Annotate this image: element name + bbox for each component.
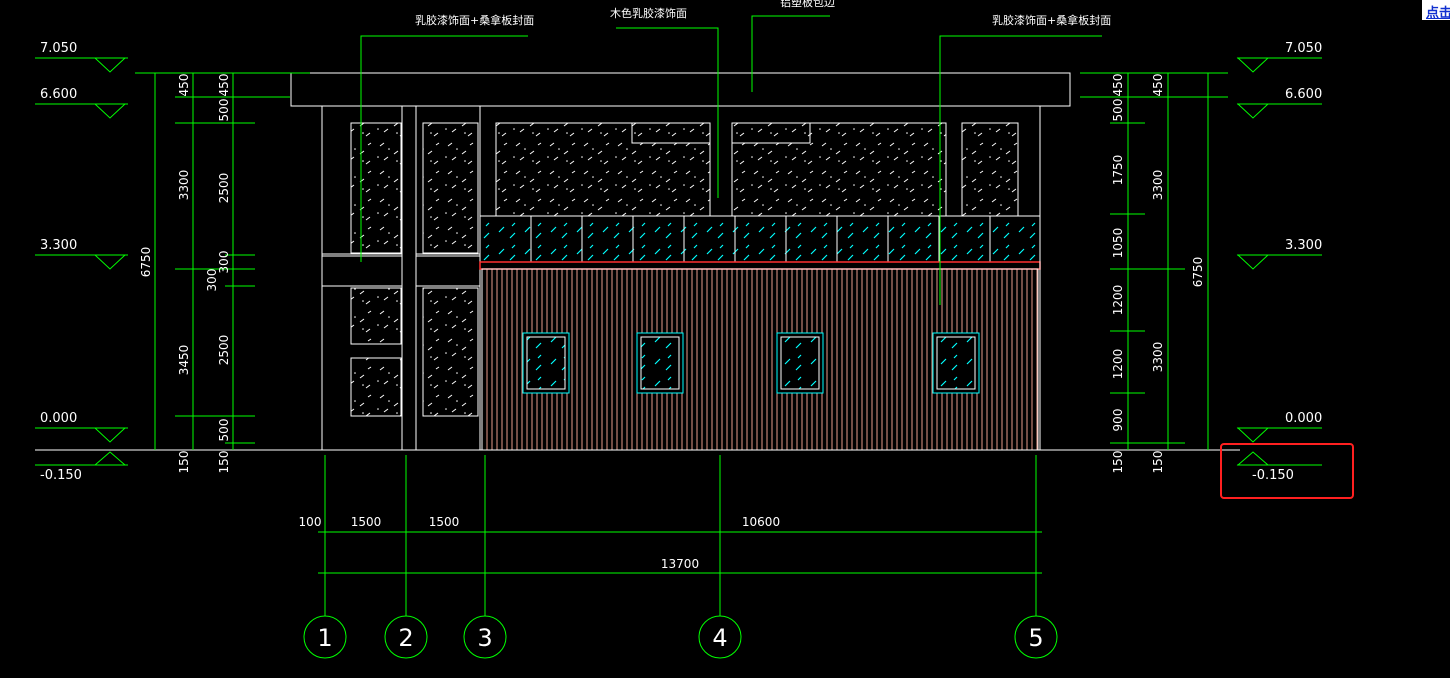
elevation-label: -0.150: [1252, 468, 1294, 483]
dimension-label: 300: [205, 269, 219, 292]
dimension-label: 3300: [177, 170, 191, 201]
dimension-label: 150: [1151, 451, 1165, 474]
left-bays: [321, 105, 481, 451]
glass-balustrade: [479, 215, 1041, 263]
annotation-1: 乳胶漆饰面+桑拿板封面: [415, 13, 534, 27]
dimension-label: 2500: [217, 335, 231, 366]
axis-bubble: [463, 615, 507, 659]
window-glass: [936, 336, 976, 390]
annotation-leaders: [360, 15, 1102, 305]
window-glass: [780, 336, 820, 390]
upper-facade: [479, 105, 1041, 217]
axis-label: 2: [398, 624, 413, 652]
elevation-marker: [1236, 451, 1270, 466]
elevation-label: 7.050: [40, 41, 77, 56]
elevation-label: 7.050: [1285, 41, 1322, 56]
annotation-4: 乳胶漆饰面+桑拿板封面: [992, 13, 1111, 27]
elevation-marker: [93, 254, 127, 270]
dimension-label: 2500: [217, 173, 231, 204]
elevation-label: 0.000: [1285, 411, 1322, 426]
glass-panel-dividers: [530, 216, 991, 262]
dimension-label: 150: [177, 451, 191, 474]
elevation-marker: [1236, 254, 1270, 270]
elevation-label: 6.600: [40, 87, 77, 102]
dimension-label: 500: [217, 99, 231, 122]
dimension-label: 450: [217, 74, 231, 97]
dimension-label: 450: [1151, 74, 1165, 97]
elevation-label: 3.300: [1285, 238, 1322, 253]
axis-bubble: [384, 615, 428, 659]
elevation-label: 0.000: [40, 411, 77, 426]
elevation-label: 6.600: [1285, 87, 1322, 102]
dimension-label: 450: [177, 74, 191, 97]
span-label: 1500: [429, 515, 460, 529]
red-beam: [479, 261, 1041, 270]
axis-label: 5: [1028, 624, 1043, 652]
elevation-marker: [1236, 57, 1270, 73]
elevation-marker: [93, 427, 127, 443]
total-span-label: 13700: [661, 557, 699, 571]
dimension-label: 1200: [1111, 285, 1125, 316]
elevation-label: 3.300: [40, 238, 77, 253]
axis-label: 4: [712, 624, 727, 652]
dimension-label: 300: [217, 251, 231, 274]
annotation-3: 铝塑板包边: [780, 0, 835, 9]
axis-bubbles: 1 2 3 4 5: [303, 615, 1058, 659]
elevation-marker: [1236, 103, 1270, 119]
elevation-marker: [1236, 427, 1270, 443]
axis-bubble: [303, 615, 347, 659]
dimension-label: 500: [1111, 99, 1125, 122]
dimension-label: 6750: [1191, 257, 1205, 288]
dimension-label: 450: [1111, 74, 1125, 97]
dimension-label: 3300: [1151, 342, 1165, 373]
dimension-label: 500: [217, 419, 231, 442]
elevation-marker: [93, 57, 127, 73]
axis-bubble: [698, 615, 742, 659]
dimension-label: 150: [217, 451, 231, 474]
axis-label: 1: [317, 624, 332, 652]
span-label: 1500: [351, 515, 382, 529]
span-label: 100: [299, 515, 322, 529]
windows: [522, 332, 980, 394]
dimension-texts: 7.050 7.050 6.600 6.600 3.300 3.300 0.000 0.000…: [40, 41, 1322, 571]
dimension-label: 1050: [1111, 228, 1125, 259]
dimension-label: 900: [1111, 409, 1125, 432]
dimension-label: 150: [1111, 451, 1125, 474]
dimension-label: 1750: [1111, 155, 1125, 186]
window-glass: [640, 336, 680, 390]
dimension-label: 3450: [177, 345, 191, 376]
elevation-symbols: [35, 57, 1322, 466]
dimension-lines: [135, 72, 1228, 618]
span-label: 10600: [742, 515, 780, 529]
axis-bubble: [1014, 615, 1058, 659]
dimension-label: 3300: [1151, 170, 1165, 201]
elevation-marker: [93, 451, 127, 466]
annotation-2: 木色乳胶漆饰面: [610, 6, 687, 20]
elevation-marker: [93, 103, 127, 119]
dimension-label: 1200: [1111, 349, 1125, 380]
elevation-label: -0.150: [40, 468, 82, 483]
window-glass: [526, 336, 566, 390]
roof-slab: [290, 72, 1071, 107]
dimension-label: 6750: [139, 247, 153, 278]
highlight-box: [1220, 443, 1354, 499]
top-link[interactable]: 点击: [1422, 0, 1450, 20]
axis-label: 3: [477, 624, 492, 652]
